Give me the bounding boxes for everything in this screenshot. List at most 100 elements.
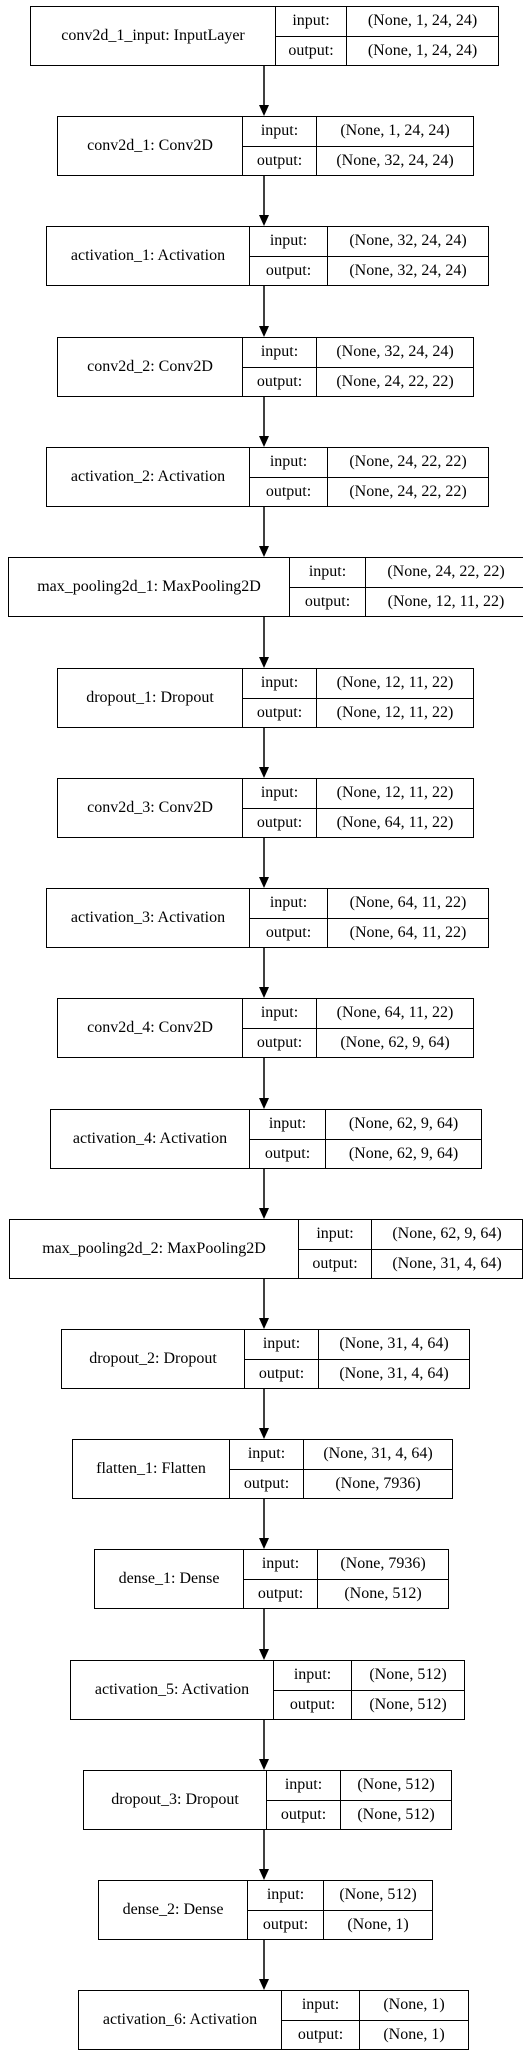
input-shape: (None, 62, 9, 64): [326, 1110, 481, 1140]
input-shape: (None, 12, 11, 22): [317, 779, 473, 809]
output-shape: (None, 62, 9, 64): [340, 1033, 450, 1051]
input-label: input:: [243, 669, 316, 699]
output-shape: (None, 32, 24, 24): [336, 151, 454, 169]
output-label: output:: [264, 1144, 311, 1162]
layer-name: activation_2: Activation: [47, 448, 250, 506]
input-shape: (None, 1, 24, 24): [317, 117, 473, 147]
shape-column: (None, 31, 4, 64) (None, 7936): [304, 1440, 452, 1498]
shape-column: (None, 512)(None, 512): [352, 1661, 464, 1719]
layer-name: dropout_2: Dropout: [62, 1330, 245, 1388]
shape-column: (None, 31, 4, 64)(None, 31, 4, 64): [319, 1330, 469, 1388]
shape-column: (None, 24, 22, 22)(None, 24, 22, 22): [328, 448, 488, 506]
arrow-head: [259, 1869, 269, 1880]
input-label: input:: [248, 1881, 323, 1911]
layer-name: activation_4: Activation: [51, 1110, 250, 1168]
arrow-head: [259, 1759, 269, 1770]
input-label: input:: [267, 1771, 340, 1801]
output-shape: (None, 512): [357, 1805, 435, 1823]
arrow-head: [259, 105, 269, 116]
input-label: input:: [243, 338, 316, 368]
io-label-column: input:output:: [248, 1881, 324, 1939]
shape-column: (None, 7936)(None, 512): [318, 1550, 448, 1608]
output-shape: (None, 512): [369, 1695, 447, 1713]
arrow-head: [259, 987, 269, 998]
output-label: output:: [304, 592, 351, 610]
input-shape: (None, 512): [324, 1881, 432, 1911]
layer-name: dense_2: Dense: [99, 1881, 248, 1939]
shape-column: (None, 1, 24, 24) (None, 32, 24, 24): [317, 117, 473, 175]
layer-name: conv2d_3: Conv2D: [58, 779, 243, 837]
io-label-column: input:output:: [243, 338, 317, 396]
output-shape: (None, 32, 24, 24): [349, 261, 467, 279]
shape-column: (None, 512) (None, 1): [324, 1881, 432, 1939]
input-shape: (None, 64, 11, 22): [328, 889, 488, 919]
io-label-column: input:output:: [282, 1991, 360, 2049]
layer-name: flatten_1: Flatten: [73, 1440, 230, 1498]
input-label: input:: [299, 1220, 371, 1250]
output-label: output:: [256, 1033, 303, 1051]
arrow-head: [259, 1538, 269, 1549]
layer-name: dense_1: Dense: [95, 1550, 244, 1608]
layer-name: activation_1: Activation: [47, 227, 250, 285]
output-label: output:: [312, 1254, 358, 1272]
shape-column: (None, 64, 11, 22)(None, 62, 9, 64): [317, 999, 473, 1057]
input-label: input:: [276, 7, 346, 37]
layer-name: conv2d_4: Conv2D: [58, 999, 243, 1057]
layer-name: conv2d_1: Conv2D: [58, 117, 243, 175]
arrow-head: [259, 767, 269, 778]
output-shape: (None, 62, 9, 64): [348, 1144, 459, 1162]
layer-name: dropout_1: Dropout: [58, 669, 243, 727]
input-label: input:: [282, 1991, 359, 2021]
arrow-head: [259, 215, 269, 226]
output-shape: (None, 1): [383, 2025, 445, 2043]
shape-column: (None, 512)(None, 512): [341, 1771, 451, 1829]
input-label: input:: [250, 448, 327, 478]
layer-name: conv2d_2: Conv2D: [58, 338, 243, 396]
io-label-column: input: output:: [299, 1220, 372, 1278]
input-shape: (None, 31, 4, 64): [319, 1330, 469, 1360]
input-shape: (None, 31, 4, 64): [304, 1440, 452, 1470]
output-label: output:: [257, 1584, 304, 1602]
output-label: output:: [256, 151, 303, 169]
output-shape: (None, 12, 11, 22): [336, 703, 454, 721]
shape-column: (None, 64, 11, 22)(None, 64, 11, 22): [328, 889, 488, 947]
output-label: output:: [243, 1474, 290, 1492]
arrow-head: [259, 546, 269, 557]
input-shape: (None, 12, 11, 22): [317, 669, 473, 699]
layer-name: max_pooling2d_1: MaxPooling2D: [9, 558, 290, 616]
input-label: input:: [274, 1661, 351, 1691]
output-label: output:: [289, 1695, 336, 1713]
output-shape: (None, 1): [347, 1915, 409, 1933]
io-label-column: input:output:: [250, 227, 328, 285]
arrow-head: [259, 1318, 269, 1329]
output-label: output:: [288, 41, 334, 59]
output-shape: (None, 7936): [335, 1474, 421, 1492]
input-label: input:: [250, 889, 327, 919]
input-shape: (None, 7936): [318, 1550, 448, 1580]
output-label: output:: [265, 923, 312, 941]
input-shape: (None, 32, 24, 24): [317, 338, 473, 368]
arrow-head: [259, 1098, 269, 1109]
output-label: output:: [256, 703, 303, 721]
shape-column: (None, 24, 22, 22)(None, 12, 11, 22): [366, 558, 523, 616]
input-label: input:: [250, 1110, 325, 1140]
shape-column: (None, 1, 24, 24)(None, 1, 24, 24): [347, 7, 498, 65]
io-label-column: input: output:: [250, 1110, 326, 1168]
layer-name: activation_6: Activation: [79, 1991, 282, 2049]
input-label: input:: [243, 999, 316, 1029]
